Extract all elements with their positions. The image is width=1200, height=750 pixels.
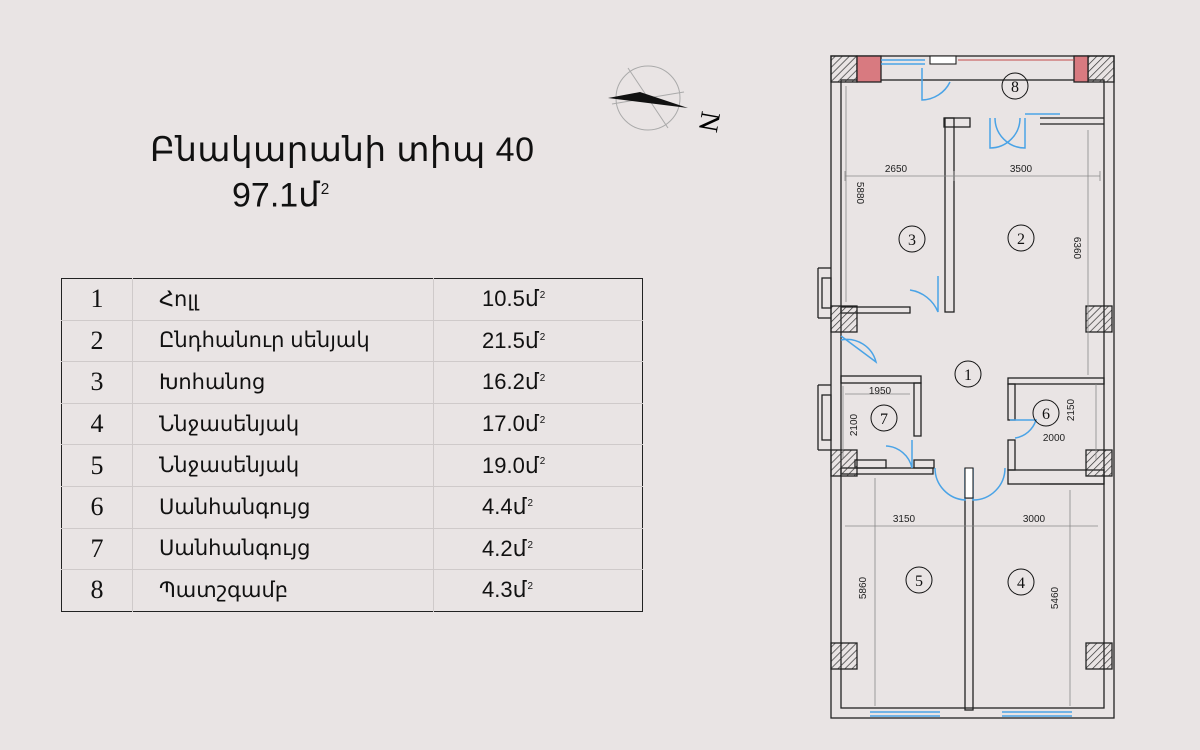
room-area-value: 4.4մ — [482, 494, 527, 520]
room-area-value: 4.3մ — [482, 577, 527, 603]
title-block: Բնակարանի տիպ 40 97.1մ2 — [150, 130, 534, 215]
room-area: 4.3մ2 — [434, 570, 643, 612]
balcony-rail-block — [929, 55, 957, 65]
dim-top-right: 3500 — [1010, 164, 1033, 175]
total-area-value: 97.1մ — [232, 176, 320, 215]
room-number: 1 — [61, 278, 133, 321]
room-name: Սանհանգույց — [132, 528, 434, 571]
north-arrow-icon — [608, 92, 688, 108]
room-label-6: 6 — [1042, 406, 1050, 423]
room-area: 17.0մ2 — [433, 403, 643, 446]
room-numbers: 1 2 3 4 5 6 7 8 — [880, 79, 1050, 592]
structural-columns — [830, 55, 1115, 670]
room-label-7: 7 — [880, 411, 888, 428]
room-label-1: 1 — [964, 367, 972, 384]
room-name: Պատշգամբ — [132, 569, 434, 612]
dim-top-left: 2650 — [885, 164, 908, 175]
room-area: 16.2մ2 — [433, 361, 643, 404]
room-name: Ննջասենյակ — [132, 403, 434, 446]
room-number: 6 — [61, 486, 133, 529]
room-area-power: 2 — [527, 497, 534, 509]
area-unit-power: 2 — [320, 181, 330, 198]
dim-bath6-width: 2000 — [1043, 433, 1066, 444]
room-name: Խոհանոց — [132, 361, 434, 404]
room-number: 3 — [61, 361, 133, 404]
dim-right-lower: 5460 — [1050, 586, 1061, 609]
room-area-power: 2 — [539, 373, 546, 385]
room-name: Սանհանգույց — [132, 486, 434, 529]
room-number: 8 — [61, 569, 133, 612]
room-area-power: 2 — [539, 414, 546, 426]
dim-bath7-width: 1950 — [869, 386, 892, 397]
room-number: 2 — [61, 320, 133, 363]
north-label: N — [692, 109, 726, 134]
room-markers — [870, 72, 1060, 596]
room-name: Ննջասենյակ — [132, 444, 434, 487]
dim-bottom-right: 3000 — [1023, 514, 1046, 525]
balcony-columns — [856, 55, 1089, 83]
room-area-value: 4.2մ — [482, 535, 527, 561]
room-label-4: 4 — [1017, 575, 1025, 592]
dim-bottom-left: 3150 — [893, 514, 916, 525]
dimension-labels: 2650 3500 5880 6360 1950 2100 2150 2000 … — [849, 164, 1082, 609]
room-area-value: 19.0մ — [482, 452, 539, 478]
room-number: 7 — [61, 528, 133, 571]
room-area-power: 2 — [539, 456, 546, 468]
total-area: 97.1մ2 — [232, 170, 534, 215]
room-number: 4 — [61, 403, 133, 446]
room-label-8: 8 — [1011, 79, 1019, 96]
room-area-power: 2 — [527, 581, 534, 593]
room-area-value: 17.0մ — [482, 411, 539, 437]
room-area-value: 16.2մ — [482, 369, 539, 395]
dim-bath7-height: 2100 — [849, 413, 860, 436]
room-label-5: 5 — [915, 573, 923, 590]
room-area: 19.0մ2 — [433, 444, 643, 487]
apartment-title: Բնակարանի տիպ 40 — [150, 131, 535, 169]
room-area-power: 2 — [527, 539, 534, 551]
room-name: Հոլլ — [132, 278, 434, 321]
room-label-3: 3 — [908, 232, 916, 249]
compass: N — [608, 65, 726, 134]
dim-right-upper: 6360 — [1071, 237, 1082, 260]
room-area: 21.5մ2 — [433, 320, 643, 363]
dim-bath6-height: 2150 — [1066, 398, 1077, 421]
room-area: 4.2մ2 — [433, 528, 643, 571]
dim-left-upper: 5880 — [854, 182, 865, 205]
room-area-power: 2 — [539, 331, 546, 343]
room-area-power: 2 — [539, 289, 546, 301]
windows — [870, 59, 1074, 717]
door-frames — [964, 467, 974, 499]
doors — [840, 68, 1038, 501]
dim-left-lower: 5860 — [858, 576, 869, 599]
room-area-value: 21.5մ — [482, 327, 539, 353]
room-label-2: 2 — [1017, 231, 1025, 248]
room-area: 4.4մ2 — [433, 486, 643, 529]
room-area-value: 10.5մ — [482, 286, 539, 312]
room-number: 5 — [61, 444, 133, 487]
dimension-lines — [842, 86, 1101, 706]
room-area: 10.5մ2 — [433, 278, 643, 321]
room-name: Ընդհանուր սենյակ — [132, 320, 434, 363]
